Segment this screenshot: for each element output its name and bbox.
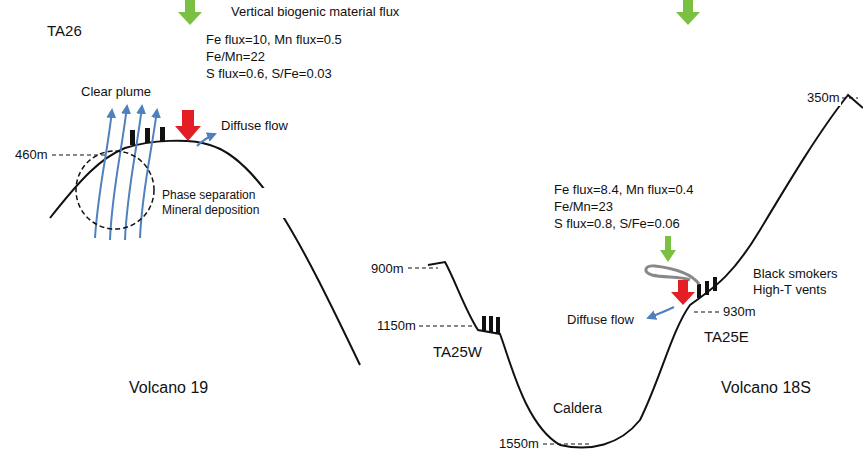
dashed-circle [75, 150, 155, 230]
vent-chimney [697, 284, 701, 298]
annotation-label: S flux=0.6, S/Fe=0.03 [205, 66, 333, 82]
annotation-label: Fe flux=8.4, Mn flux=0.4 [553, 182, 694, 198]
diffuse-arrow [648, 307, 674, 318]
dashed-circle-outline [76, 151, 154, 229]
depth-dash [842, 97, 858, 98]
annotation-label: Vertical biogenic material flux [230, 4, 400, 20]
depth-dash [543, 443, 590, 444]
flux-arrow [178, 0, 202, 25]
depth-dash [408, 267, 438, 268]
flux-arrow [676, 0, 700, 25]
annotation-label: Caldera [552, 400, 603, 417]
annotation-label: Diffuse flow [566, 312, 635, 328]
annotation-label: 350m [806, 90, 841, 106]
annotation-label: 1150m [376, 318, 417, 334]
vent-chimney [496, 317, 500, 333]
plume-arrow [110, 106, 127, 240]
annotation-label: TA26 [46, 22, 83, 40]
annotation-label: S flux=0.8, S/Fe=0.06 [553, 216, 681, 232]
volcano-profile [428, 95, 863, 448]
plume-arrow [95, 110, 112, 238]
vent-chimney [705, 281, 709, 295]
vent-chimney [160, 127, 165, 142]
depth-dash [694, 311, 719, 312]
annotation-label: Black smokers High-T vents [752, 266, 852, 297]
annotation-label: 460m [14, 147, 49, 163]
vent-chimney [130, 130, 135, 145]
depth-dash [419, 325, 476, 326]
flux-arrow-red [671, 280, 695, 305]
vent-chimney [482, 316, 486, 331]
annotation-label: TA25W [432, 343, 483, 361]
diffuse-arrow [197, 134, 215, 146]
vent-chimney [489, 316, 493, 332]
vent-chimney [145, 128, 150, 143]
annotation-label: Fe/Mn=23 [553, 199, 614, 215]
volcano-profile [50, 141, 360, 365]
flux-arrow-red [175, 110, 201, 141]
depth-dash [52, 154, 108, 155]
region-text: Phase separation Mineral deposition [162, 188, 286, 218]
annotation-label: 900m [370, 261, 405, 277]
process-region: Phase separation Mineral deposition [75, 150, 155, 230]
annotation-label: Fe flux=10, Mn flux=0.5 [205, 32, 343, 48]
annotation-label: TA25E [703, 328, 750, 346]
annotation-label: Volcano 19 [128, 378, 209, 397]
annotation-label: 930m [722, 304, 757, 320]
plume-arrow [140, 110, 157, 238]
annotation-label: 1550m [498, 436, 540, 452]
smoker-plume [646, 266, 699, 284]
annotation-label: Volcano 18S [720, 378, 812, 397]
annotation-label: Fe/Mn=22 [205, 49, 266, 65]
flux-arrow [660, 236, 676, 262]
annotation-label: Diffuse flow [220, 118, 289, 134]
annotation-label: Clear plume [80, 84, 152, 100]
vent-chimney [713, 277, 717, 291]
